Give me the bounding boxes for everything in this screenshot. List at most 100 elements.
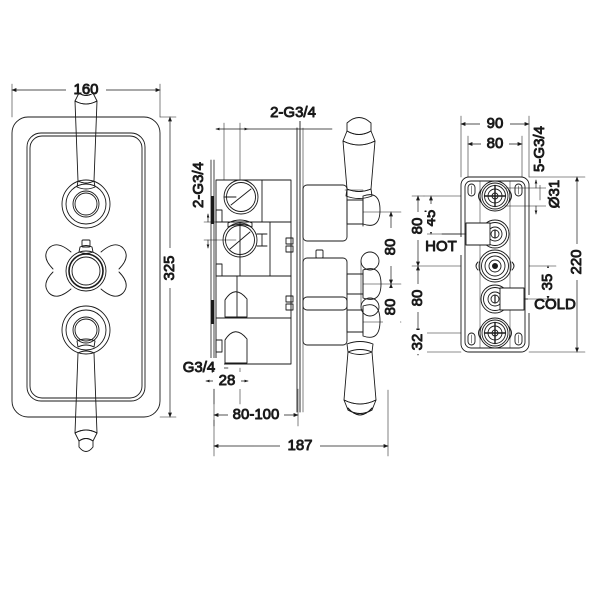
port3-ear-r <box>511 261 515 271</box>
bottom-escutcheon-ring-1 <box>61 305 111 355</box>
dim-g34-text: G3/4 <box>183 359 216 376</box>
cross-arm-ul <box>45 244 72 270</box>
top-lever-tip-side <box>346 117 372 135</box>
cross-arm-lr <box>100 271 127 297</box>
rear-body-outline <box>460 176 530 353</box>
dim-80-100-text: 80-100 <box>233 406 280 423</box>
rear-hot-label: HOT <box>420 222 491 255</box>
top-lever-body <box>74 100 98 184</box>
dim-side-28: 28 <box>205 367 249 405</box>
side-body-outline <box>215 179 292 365</box>
rear-lug-bl <box>467 332 476 346</box>
top-cartridge-bonnet <box>362 194 381 226</box>
port5-ear-r <box>508 326 512 340</box>
rear-lug-tr <box>514 183 523 197</box>
front-top-lever-handle[interactable] <box>61 82 111 229</box>
side-top-lever-handle[interactable] <box>342 117 376 199</box>
front-plate-outer <box>11 116 161 418</box>
dim-rear-threads: 5-G3/4 <box>531 113 548 201</box>
dim-28-text: 28 <box>219 372 236 389</box>
side-section-view: 2-G3/4 2-G3/4 G3/4 80 <box>174 104 402 457</box>
mid-index-stem-side <box>315 249 324 259</box>
port3-ear-l <box>475 261 479 271</box>
dim-187-text: 187 <box>287 437 312 454</box>
dim-325-text: 325 <box>161 255 178 280</box>
rear-port-5[interactable] <box>478 317 512 349</box>
bot-cartridge-neck <box>346 309 364 333</box>
cross-hub-ring-2 <box>68 253 104 289</box>
rear-lug-tl <box>467 183 476 197</box>
dim-front-height: 325 <box>159 116 178 418</box>
bot-lever-tipcurve-side <box>347 407 373 416</box>
mid-cartridge-neck <box>346 273 364 295</box>
dim-80-rear-text: 80 <box>487 135 504 152</box>
dim-rear-35: 35 <box>523 265 557 300</box>
dim-220-text: 220 <box>568 249 585 274</box>
cross-arm-top-side <box>360 251 380 271</box>
cross-arm-ur <box>100 244 127 270</box>
bottom-lever-base <box>76 338 96 348</box>
bot-lever-base-side <box>346 341 374 355</box>
dim-side-80-100: 80-100 <box>213 388 299 427</box>
dim-rear-45: 45 <box>422 195 462 235</box>
rear-port-1[interactable] <box>478 180 512 212</box>
front-middle-cross-handle[interactable] <box>45 239 127 297</box>
cross-index-stem <box>81 239 91 248</box>
top-escutcheon-ring-3 <box>72 190 100 218</box>
mid-cartridge-body <box>302 257 348 311</box>
rear-cold-label: COLD <box>499 287 584 313</box>
cross-hub-ring-3 <box>71 256 101 286</box>
dim-dia31-text: Ø31 <box>546 180 563 208</box>
top-escutcheon-ring-2 <box>65 183 107 225</box>
top-lever-base <box>76 180 96 190</box>
dim-side-spacing-lower: 80 <box>362 283 402 326</box>
bottom-escutcheon-ring-3 <box>72 316 100 344</box>
front-plate-inner <box>26 132 146 402</box>
bot-cartridge-body <box>302 296 348 346</box>
side-middle-cross-handle[interactable] <box>315 249 380 317</box>
bottom-escutcheon-ring-4 <box>74 318 98 342</box>
dim-rear-80: 80 <box>467 135 523 178</box>
bottom-lever-shoulder <box>74 429 98 442</box>
rear-port-3[interactable] <box>475 249 515 283</box>
side-top-cartridge[interactable] <box>302 184 381 242</box>
top-cartridge-body <box>302 184 348 242</box>
dim-5g34-text: 5-G3/4 <box>531 126 548 172</box>
side-nipple-1 <box>215 209 223 223</box>
dim-80-rear-lower-text: 80 <box>409 290 426 307</box>
dim-rear-32: 32 <box>409 330 462 356</box>
dim-80-rear-upper-text: 80 <box>409 218 426 235</box>
port1-ear-r <box>508 189 512 203</box>
bottom-lever-body <box>74 350 98 434</box>
side-nipple-2 <box>215 263 223 277</box>
dim-2g34-top-text: 2-G3/4 <box>270 104 316 121</box>
side-bottom-cartridge[interactable] <box>302 296 381 346</box>
top-escutcheon-ring-4 <box>74 192 98 216</box>
side-nipple-7 <box>285 303 294 311</box>
front-bottom-lever-handle[interactable] <box>61 305 111 452</box>
wall-hatch-lower <box>211 300 214 324</box>
top-lever-base-side <box>345 188 373 199</box>
dim-side-187: 187 <box>213 389 389 457</box>
port1-ear-l <box>478 189 482 203</box>
dim-90-text: 90 <box>487 115 504 132</box>
dim-rear-80-upper: 80 <box>409 195 462 267</box>
dim-35-text: 35 <box>539 274 556 291</box>
bot-cartridge-bonnet <box>362 304 381 338</box>
dim-front-width: 160 <box>11 78 161 118</box>
side-inlet-upper <box>223 179 259 215</box>
dim-side-thread-top: 2-G3/4 <box>215 104 333 181</box>
side-nipple-6 <box>285 295 294 303</box>
dim-160-text: 160 <box>73 81 98 98</box>
rear-body-view: HOT COLD 90 80 5-G3/4 <box>409 113 586 356</box>
dim-80-upper-text: 80 <box>382 239 399 256</box>
dim-rear-220: 220 <box>528 176 586 353</box>
dim-side-thread-bottom: G3/4 <box>174 358 229 376</box>
dim-rear-port-dia: Ø31 <box>504 170 563 218</box>
cross-arm-ll <box>45 271 72 297</box>
dim-side-spacing-upper: 80 <box>362 211 402 285</box>
side-bottom-lever-handle[interactable] <box>343 341 377 416</box>
hot-text: HOT <box>425 238 457 255</box>
side-nipple-4 <box>285 237 294 245</box>
